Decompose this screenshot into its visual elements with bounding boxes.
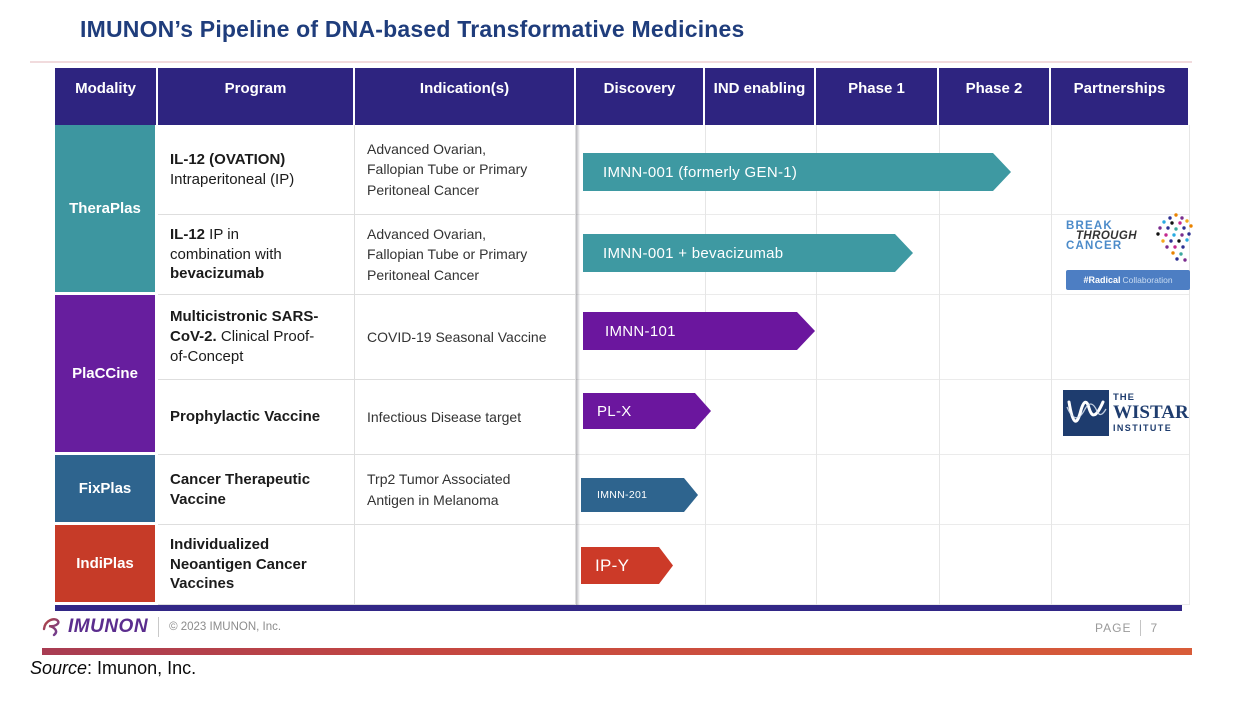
pipeline-arrow-imnn-001-bevacizumab: IMNN-001 + bevacizumab — [583, 234, 913, 272]
lane-row — [576, 125, 1190, 215]
indication-cell: Advanced Ovarian, Fallopian Tube or Prim… — [355, 215, 576, 295]
source-line: Source: Imunon, Inc. — [30, 658, 196, 679]
copyright-text: © 2023 IMUNON, Inc. — [169, 621, 282, 633]
modality-cell-fixplas: FixPlas — [55, 455, 155, 522]
footer-branding: IMUNON © 2023 IMUNON, Inc. — [40, 612, 281, 642]
bottom-accent-bar — [42, 648, 1192, 655]
wistar-word-the: THE — [1113, 392, 1135, 403]
column-header-ind-enabling: IND enabling — [705, 68, 816, 125]
pipeline-arrow-ip-y: IP-Y — [581, 547, 673, 584]
page-number: 7 — [1150, 621, 1159, 635]
indication-cell — [355, 525, 576, 605]
table-bottom-bar — [55, 605, 1182, 611]
grid-vline — [939, 125, 940, 605]
indication-cell: COVID-19 Seasonal Vaccine — [355, 295, 576, 380]
imunon-swoosh-icon — [42, 618, 60, 637]
pipeline-arrow-pl-x: PL-X — [583, 393, 711, 429]
modality-cell-theraplas: TheraPlas — [55, 125, 155, 292]
breakthrough-cancer-logo: BREAK THROUGH CANCER #Radical Collaborat… — [1066, 213, 1193, 294]
page-separator — [1140, 620, 1142, 636]
grid-vline — [1189, 125, 1190, 605]
column-header-phase-1: Phase 1 — [816, 68, 939, 125]
wistar-word-institute: INSTITUTE — [1113, 422, 1173, 433]
breakthrough-word-through: THROUGH — [1076, 230, 1137, 242]
grid-vline — [1051, 125, 1052, 605]
source-label: Source — [30, 658, 88, 678]
pipeline-arrow-imnn-201: IMNN-201 — [581, 478, 698, 512]
page-label: PAGE — [1095, 621, 1132, 635]
breakthrough-dots-icon — [1136, 212, 1198, 277]
title-underline — [30, 61, 1192, 63]
modality-cell-indiplas: IndiPlas — [55, 525, 155, 602]
column-header-indication-s: Indication(s) — [355, 68, 576, 125]
indication-cell: Advanced Ovarian, Fallopian Tube or Prim… — [355, 125, 576, 215]
column-header-discovery: Discovery — [576, 68, 705, 125]
breakthrough-word-cancer: CANCER — [1066, 240, 1123, 252]
footer-separator — [158, 617, 160, 637]
grid-vline — [705, 125, 706, 605]
column-header-phase-2: Phase 2 — [939, 68, 1051, 125]
lane-row — [576, 295, 1190, 380]
modality-cell-placcine: PlaCCine — [55, 295, 155, 452]
pipeline-arrow-imnn-101: IMNN-101 — [583, 312, 815, 350]
grid-vline — [816, 125, 817, 605]
imunon-logo-text: IMUNON — [68, 616, 149, 637]
page-number-box: PAGE 7 — [1095, 620, 1158, 636]
lane-divider-shadow — [574, 125, 580, 605]
breakthrough-word-break: BREAK — [1066, 220, 1113, 232]
lane-row — [576, 380, 1190, 455]
column-header-partnerships: Partnerships — [1051, 68, 1190, 125]
wistar-word-wistar: WISTAR — [1113, 402, 1189, 423]
program-cell: Prophylactic Vaccine — [158, 380, 355, 455]
indication-cell: Trp2 Tumor Associated Antigen in Melanom… — [355, 455, 576, 525]
lane-row — [576, 215, 1190, 295]
radical-collaboration-banner: #Radical Collaboration — [1066, 270, 1190, 290]
source-value: : Imunon, Inc. — [87, 658, 197, 678]
lane-row — [576, 455, 1190, 525]
page-title: IMUNON’s Pipeline of DNA-based Transform… — [80, 16, 745, 42]
banner-collaboration-text: Collaboration — [1122, 275, 1173, 285]
column-header-program: Program — [158, 68, 355, 125]
wistar-helix-icon — [1063, 390, 1109, 436]
program-cell: IL-12 (OVATION)Intraperitoneal (IP) — [158, 125, 355, 215]
wistar-institute-logo: THE WISTAR INSTITUTE — [1063, 390, 1193, 438]
banner-radical-text: #Radical — [1083, 275, 1121, 285]
indication-cell: Infectious Disease target — [355, 380, 576, 455]
program-cell: Multicistronic SARS-CoV-2. Clinical Proo… — [158, 295, 355, 380]
pipeline-arrow-imnn-001-formerly-gen-1: IMNN-001 (formerly GEN-1) — [583, 153, 1011, 191]
lane-row — [576, 525, 1190, 605]
column-header-modality: Modality — [55, 68, 158, 125]
